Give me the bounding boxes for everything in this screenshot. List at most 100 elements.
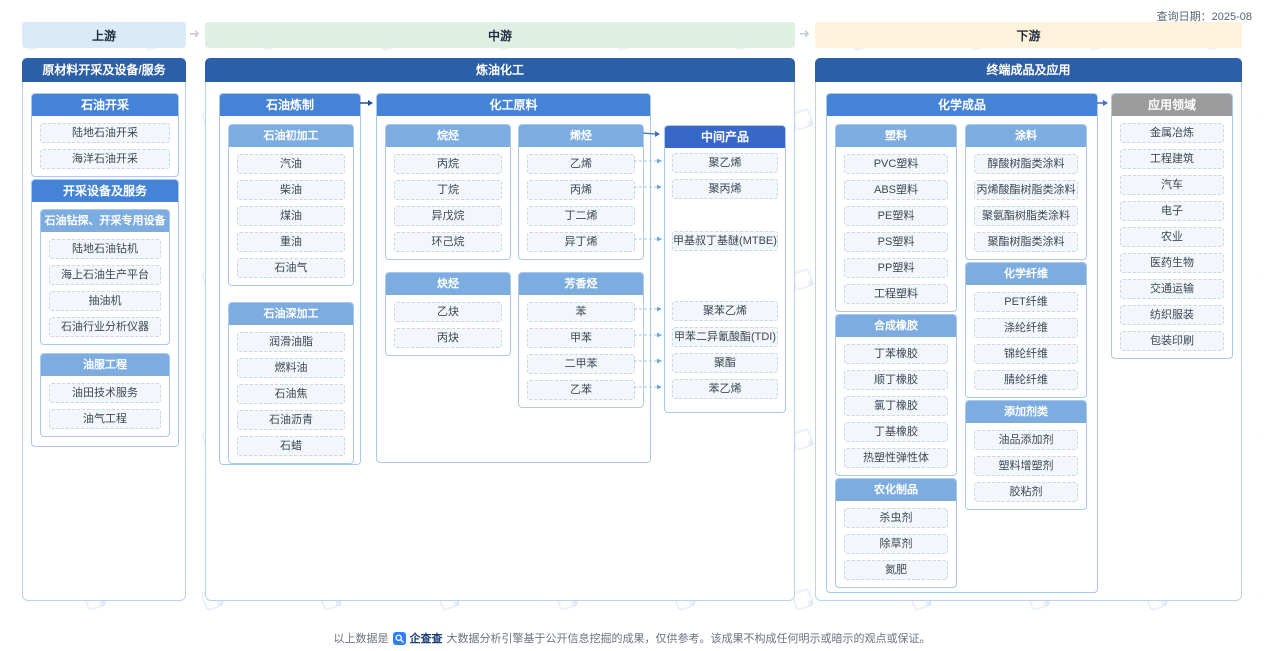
node-item[interactable]: 氮肥 <box>844 560 948 580</box>
node-item[interactable]: 重油 <box>237 232 345 252</box>
group-title: 应用领域 <box>1112 94 1232 116</box>
stage-arrow-icon: ➜ <box>799 26 810 41</box>
node-item[interactable]: 包装印刷 <box>1120 331 1224 351</box>
group-title: 塑料 <box>836 125 956 147</box>
node-item[interactable]: 聚丙烯 <box>672 179 778 199</box>
node-item[interactable]: 燃料油 <box>237 358 345 378</box>
node-item[interactable]: 电子 <box>1120 201 1224 221</box>
node-item[interactable]: 锦纶纤维 <box>974 344 1078 364</box>
node-item[interactable]: 丙炔 <box>394 328 502 348</box>
group-alkanes: 烷烃丙烷丁烷异戊烷环己烷 <box>385 124 511 260</box>
node-item[interactable]: 环己烷 <box>394 232 502 252</box>
node-item[interactable]: 甲苯 <box>527 328 635 348</box>
node-item[interactable]: 乙苯 <box>527 380 635 400</box>
node-item[interactable]: 汽车 <box>1120 175 1224 195</box>
node-item[interactable]: 丁苯橡胶 <box>844 344 948 364</box>
node-item[interactable]: 氯丁橡胶 <box>844 396 948 416</box>
node-item[interactable]: 丙烷 <box>394 154 502 174</box>
group-additives: 添加剂类油品添加剂塑料增塑剂胶粘剂 <box>965 400 1087 510</box>
group-title: 石油炼制 <box>220 94 360 116</box>
node-item[interactable]: 石油行业分析仪器 <box>49 317 161 337</box>
node-item[interactable]: 石油气 <box>237 258 345 278</box>
footer-brand: 企查查 <box>409 633 443 645</box>
node-item[interactable]: 聚苯乙烯 <box>672 301 778 321</box>
group-body: 石油钻探、开采专用设备陆地石油钻机海上石油生产平台抽油机石油行业分析仪器油服工程… <box>32 202 178 446</box>
group-title: 开采设备及服务 <box>32 180 178 202</box>
node-item[interactable]: PE塑料 <box>844 206 948 226</box>
node-item[interactable]: 聚乙烯 <box>672 153 778 173</box>
node-item[interactable]: PET纤维 <box>974 292 1078 312</box>
node-item[interactable]: 陆地石油开采 <box>40 123 170 143</box>
group-title: 合成橡胶 <box>836 315 956 337</box>
node-item[interactable]: PP塑料 <box>844 258 948 278</box>
node-item[interactable]: 聚氨酯树脂类涂料 <box>974 206 1078 226</box>
node-item[interactable]: 金属冶炼 <box>1120 123 1224 143</box>
node-item[interactable]: 抽油机 <box>49 291 161 311</box>
node-item[interactable]: 除草剂 <box>844 534 948 554</box>
group-alkynes: 炔烃乙炔丙炔 <box>385 272 511 356</box>
node-item[interactable]: 汽油 <box>237 154 345 174</box>
node-item[interactable]: 苯 <box>527 302 635 322</box>
node-item[interactable]: 杀虫剂 <box>844 508 948 528</box>
group-title: 油服工程 <box>41 354 169 376</box>
node-item[interactable]: 乙烯 <box>527 154 635 174</box>
node-item[interactable]: PS塑料 <box>844 232 948 252</box>
node-item[interactable]: 丁二烯 <box>527 206 635 226</box>
node-item[interactable]: 工程塑料 <box>844 284 948 304</box>
group-body <box>377 116 650 124</box>
node-item[interactable]: 醇酸树脂类涂料 <box>974 154 1078 174</box>
stage-bar-midstream: 中游 <box>205 22 795 48</box>
node-item[interactable]: 聚酯 <box>672 353 778 373</box>
node-item[interactable]: 甲苯二异氰酸酯(TDI) <box>672 327 778 347</box>
node-item[interactable]: 丁基橡胶 <box>844 422 948 442</box>
group-title: 化学纤维 <box>966 263 1086 285</box>
node-item[interactable]: 塑料增塑剂 <box>974 456 1078 476</box>
node-item[interactable]: 煤油 <box>237 206 345 226</box>
stage-arrow-icon: ➜ <box>189 26 200 41</box>
node-item[interactable]: 涤纶纤维 <box>974 318 1078 338</box>
group-oil-extraction: 石油开采陆地石油开采海洋石油开采 <box>31 93 179 177</box>
node-item[interactable]: 农业 <box>1120 227 1224 247</box>
node-item[interactable]: 润滑油脂 <box>237 332 345 352</box>
node-item[interactable]: 顺丁橡胶 <box>844 370 948 390</box>
group-coatings: 涂料醇酸树脂类涂料丙烯酸酯树脂类涂料聚氨酯树脂类涂料聚酯树脂类涂料 <box>965 124 1087 260</box>
node-item[interactable]: 苯乙烯 <box>672 379 778 399</box>
node-item[interactable]: 海洋石油开采 <box>40 149 170 169</box>
node-item[interactable]: PVC塑料 <box>844 154 948 174</box>
node-item[interactable]: 石蜡 <box>237 436 345 456</box>
node-item[interactable]: 丙烯 <box>527 180 635 200</box>
group-intermediates: 中间产品聚乙烯聚丙烯甲基叔丁基醚(MTBE)聚苯乙烯甲苯二异氰酸酯(TDI)聚酯… <box>664 125 786 413</box>
node-item[interactable]: 异戊烷 <box>394 206 502 226</box>
node-item[interactable]: 腈纶纤维 <box>974 370 1078 390</box>
node-item[interactable]: 医药生物 <box>1120 253 1224 273</box>
node-item[interactable]: 乙炔 <box>394 302 502 322</box>
group-application-fields: 应用领域金属冶炼工程建筑汽车电子农业医药生物交通运输纺织服装包装印刷 <box>1111 93 1233 359</box>
query-date: 查询日期：2025-08 <box>1156 11 1252 23</box>
node-item[interactable]: 海上石油生产平台 <box>49 265 161 285</box>
node-item[interactable]: 石油沥青 <box>237 410 345 430</box>
node-item[interactable]: 异丁烯 <box>527 232 635 252</box>
group-deep-processing: 石油深加工润滑油脂燃料油石油焦石油沥青石蜡 <box>228 302 354 464</box>
node-item[interactable]: 工程建筑 <box>1120 149 1224 169</box>
node-item[interactable]: ABS塑料 <box>844 180 948 200</box>
node-item[interactable]: 聚酯树脂类涂料 <box>974 232 1078 252</box>
node-item[interactable]: 油气工程 <box>49 409 161 429</box>
stage-bar-downstream: 下游 <box>815 22 1242 48</box>
group-body <box>220 116 360 124</box>
node-item[interactable]: 甲基叔丁基醚(MTBE) <box>672 231 778 251</box>
node-item[interactable]: 油田技术服务 <box>49 383 161 403</box>
group-title: 石油开采 <box>32 94 178 116</box>
group-plastics: 塑料 PVC塑料 ABS塑料 PE塑料 PS塑料 PP塑料工程塑料 <box>835 124 957 312</box>
group-body <box>827 116 1097 124</box>
node-item[interactable]: 胶粘剂 <box>974 482 1078 502</box>
node-item[interactable]: 陆地石油钻机 <box>49 239 161 259</box>
node-item[interactable]: 石油焦 <box>237 384 345 404</box>
node-item[interactable]: 柴油 <box>237 180 345 200</box>
node-item[interactable]: 交通运输 <box>1120 279 1224 299</box>
node-item[interactable]: 油品添加剂 <box>974 430 1078 450</box>
node-item[interactable]: 纺织服装 <box>1120 305 1224 325</box>
node-item[interactable]: 丁烷 <box>394 180 502 200</box>
node-item[interactable]: 热塑性弹性体 <box>844 448 948 468</box>
node-item[interactable]: 丙烯酸酯树脂类涂料 <box>974 180 1078 200</box>
node-item[interactable]: 二甲苯 <box>527 354 635 374</box>
